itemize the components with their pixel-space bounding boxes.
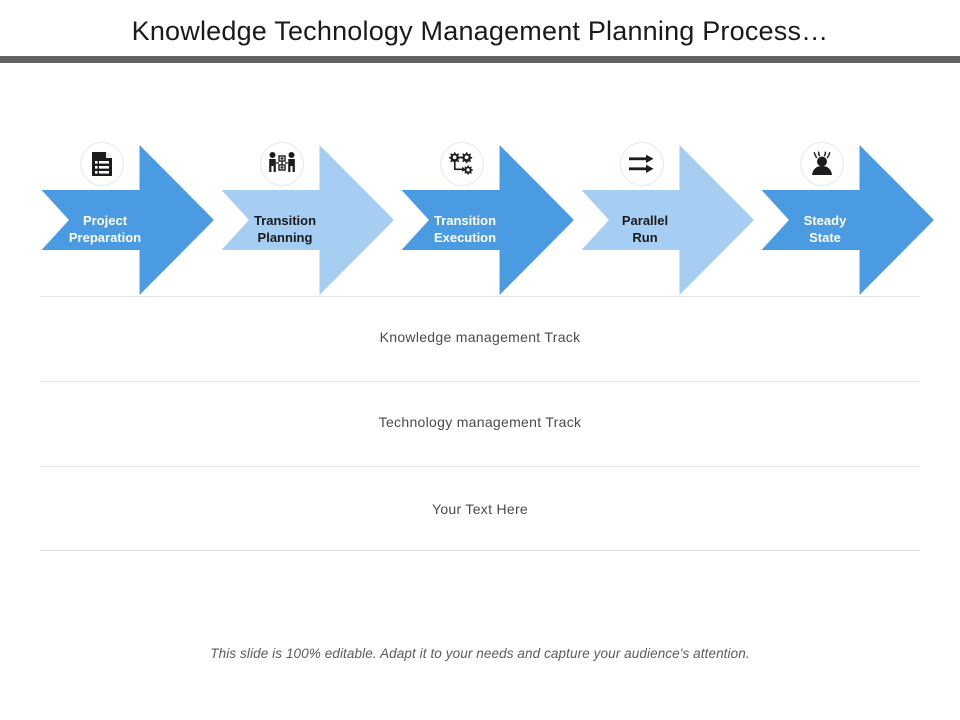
track-row[interactable]: Knowledge management Track	[40, 296, 920, 381]
document-list-icon	[80, 142, 124, 186]
stage-label: Transition Planning	[253, 213, 317, 245]
process-stage-steady-state[interactable]: Steady State	[738, 140, 938, 300]
track-rows: Knowledge management Track Technology ma…	[40, 296, 920, 551]
process-stage-project-preparation[interactable]: Project Preparation	[18, 140, 218, 300]
process-stage-parallel-run[interactable]: Parallel Run	[558, 140, 758, 300]
stage-label: Project Preparation	[68, 213, 142, 245]
track-label: Knowledge management Track	[379, 329, 581, 345]
page-title: Knowledge Technology Management Planning…	[131, 16, 829, 46]
track-label: Your Text Here	[431, 501, 529, 517]
person-broadcast-icon	[800, 142, 844, 186]
track-label: Technology management Track	[378, 414, 582, 430]
title-divider-rule	[0, 56, 960, 63]
track-row[interactable]: Your Text Here	[40, 466, 920, 551]
process-stage-transition-execution[interactable]: Transition Execution	[378, 140, 578, 300]
track-row[interactable]: Technology management Track	[40, 381, 920, 466]
stage-label: Steady State	[803, 213, 847, 245]
process-arrow-band: Project Preparation Transi	[0, 140, 960, 300]
gears-process-icon	[440, 142, 484, 186]
stage-label: Transition Execution	[433, 213, 497, 245]
slide-header: Knowledge Technology Management Planning…	[0, 0, 960, 63]
double-arrow-icon	[620, 142, 664, 186]
stage-label: Parallel Run	[621, 213, 669, 245]
people-orgchart-icon	[260, 142, 304, 186]
editable-note: This slide is 100% editable. Adapt it to…	[210, 646, 750, 661]
process-stage-transition-planning[interactable]: Transition Planning	[198, 140, 398, 300]
